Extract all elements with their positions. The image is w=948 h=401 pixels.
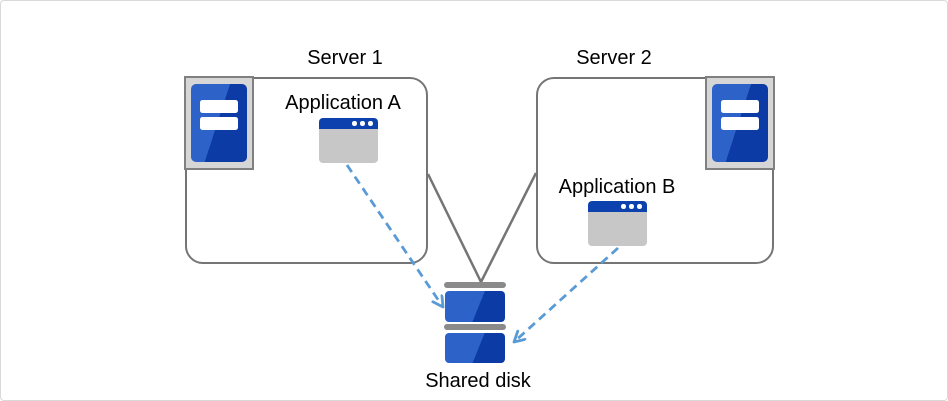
disk-body bbox=[445, 333, 505, 363]
disk-cap bbox=[444, 324, 506, 330]
shared-disk-icon bbox=[444, 282, 506, 363]
connector-line-server2-to-disk bbox=[479, 172, 538, 283]
tower-drive-bay bbox=[200, 117, 238, 130]
tower-drive-bay bbox=[200, 100, 238, 113]
server2-label: Server 2 bbox=[576, 47, 652, 69]
application-a-label: Application A bbox=[285, 92, 401, 114]
disk-cap bbox=[444, 282, 506, 288]
window-button-dot bbox=[352, 121, 357, 126]
window-button-dot bbox=[629, 204, 634, 209]
connector-line-server1-to-disk bbox=[426, 173, 483, 283]
disk-body bbox=[445, 291, 505, 322]
window-button-dot bbox=[360, 121, 365, 126]
window-button-dot bbox=[621, 204, 626, 209]
window-button-dot bbox=[637, 204, 642, 209]
window-body bbox=[319, 129, 378, 163]
server2-tower-icon bbox=[705, 76, 775, 170]
tower-drive-bay bbox=[721, 100, 759, 113]
window-titlebar bbox=[588, 201, 647, 212]
server1-tower-icon bbox=[184, 76, 254, 170]
window-body bbox=[588, 212, 647, 246]
shared-disk-label: Shared disk bbox=[425, 370, 531, 392]
window-button-dot bbox=[368, 121, 373, 126]
window-titlebar bbox=[319, 118, 378, 129]
application-b-window-icon bbox=[588, 201, 647, 246]
application-b-label: Application B bbox=[558, 176, 676, 198]
server1-label: Server 1 bbox=[307, 47, 383, 69]
tower-drive-bay bbox=[721, 117, 759, 130]
application-a-window-icon bbox=[319, 118, 378, 163]
